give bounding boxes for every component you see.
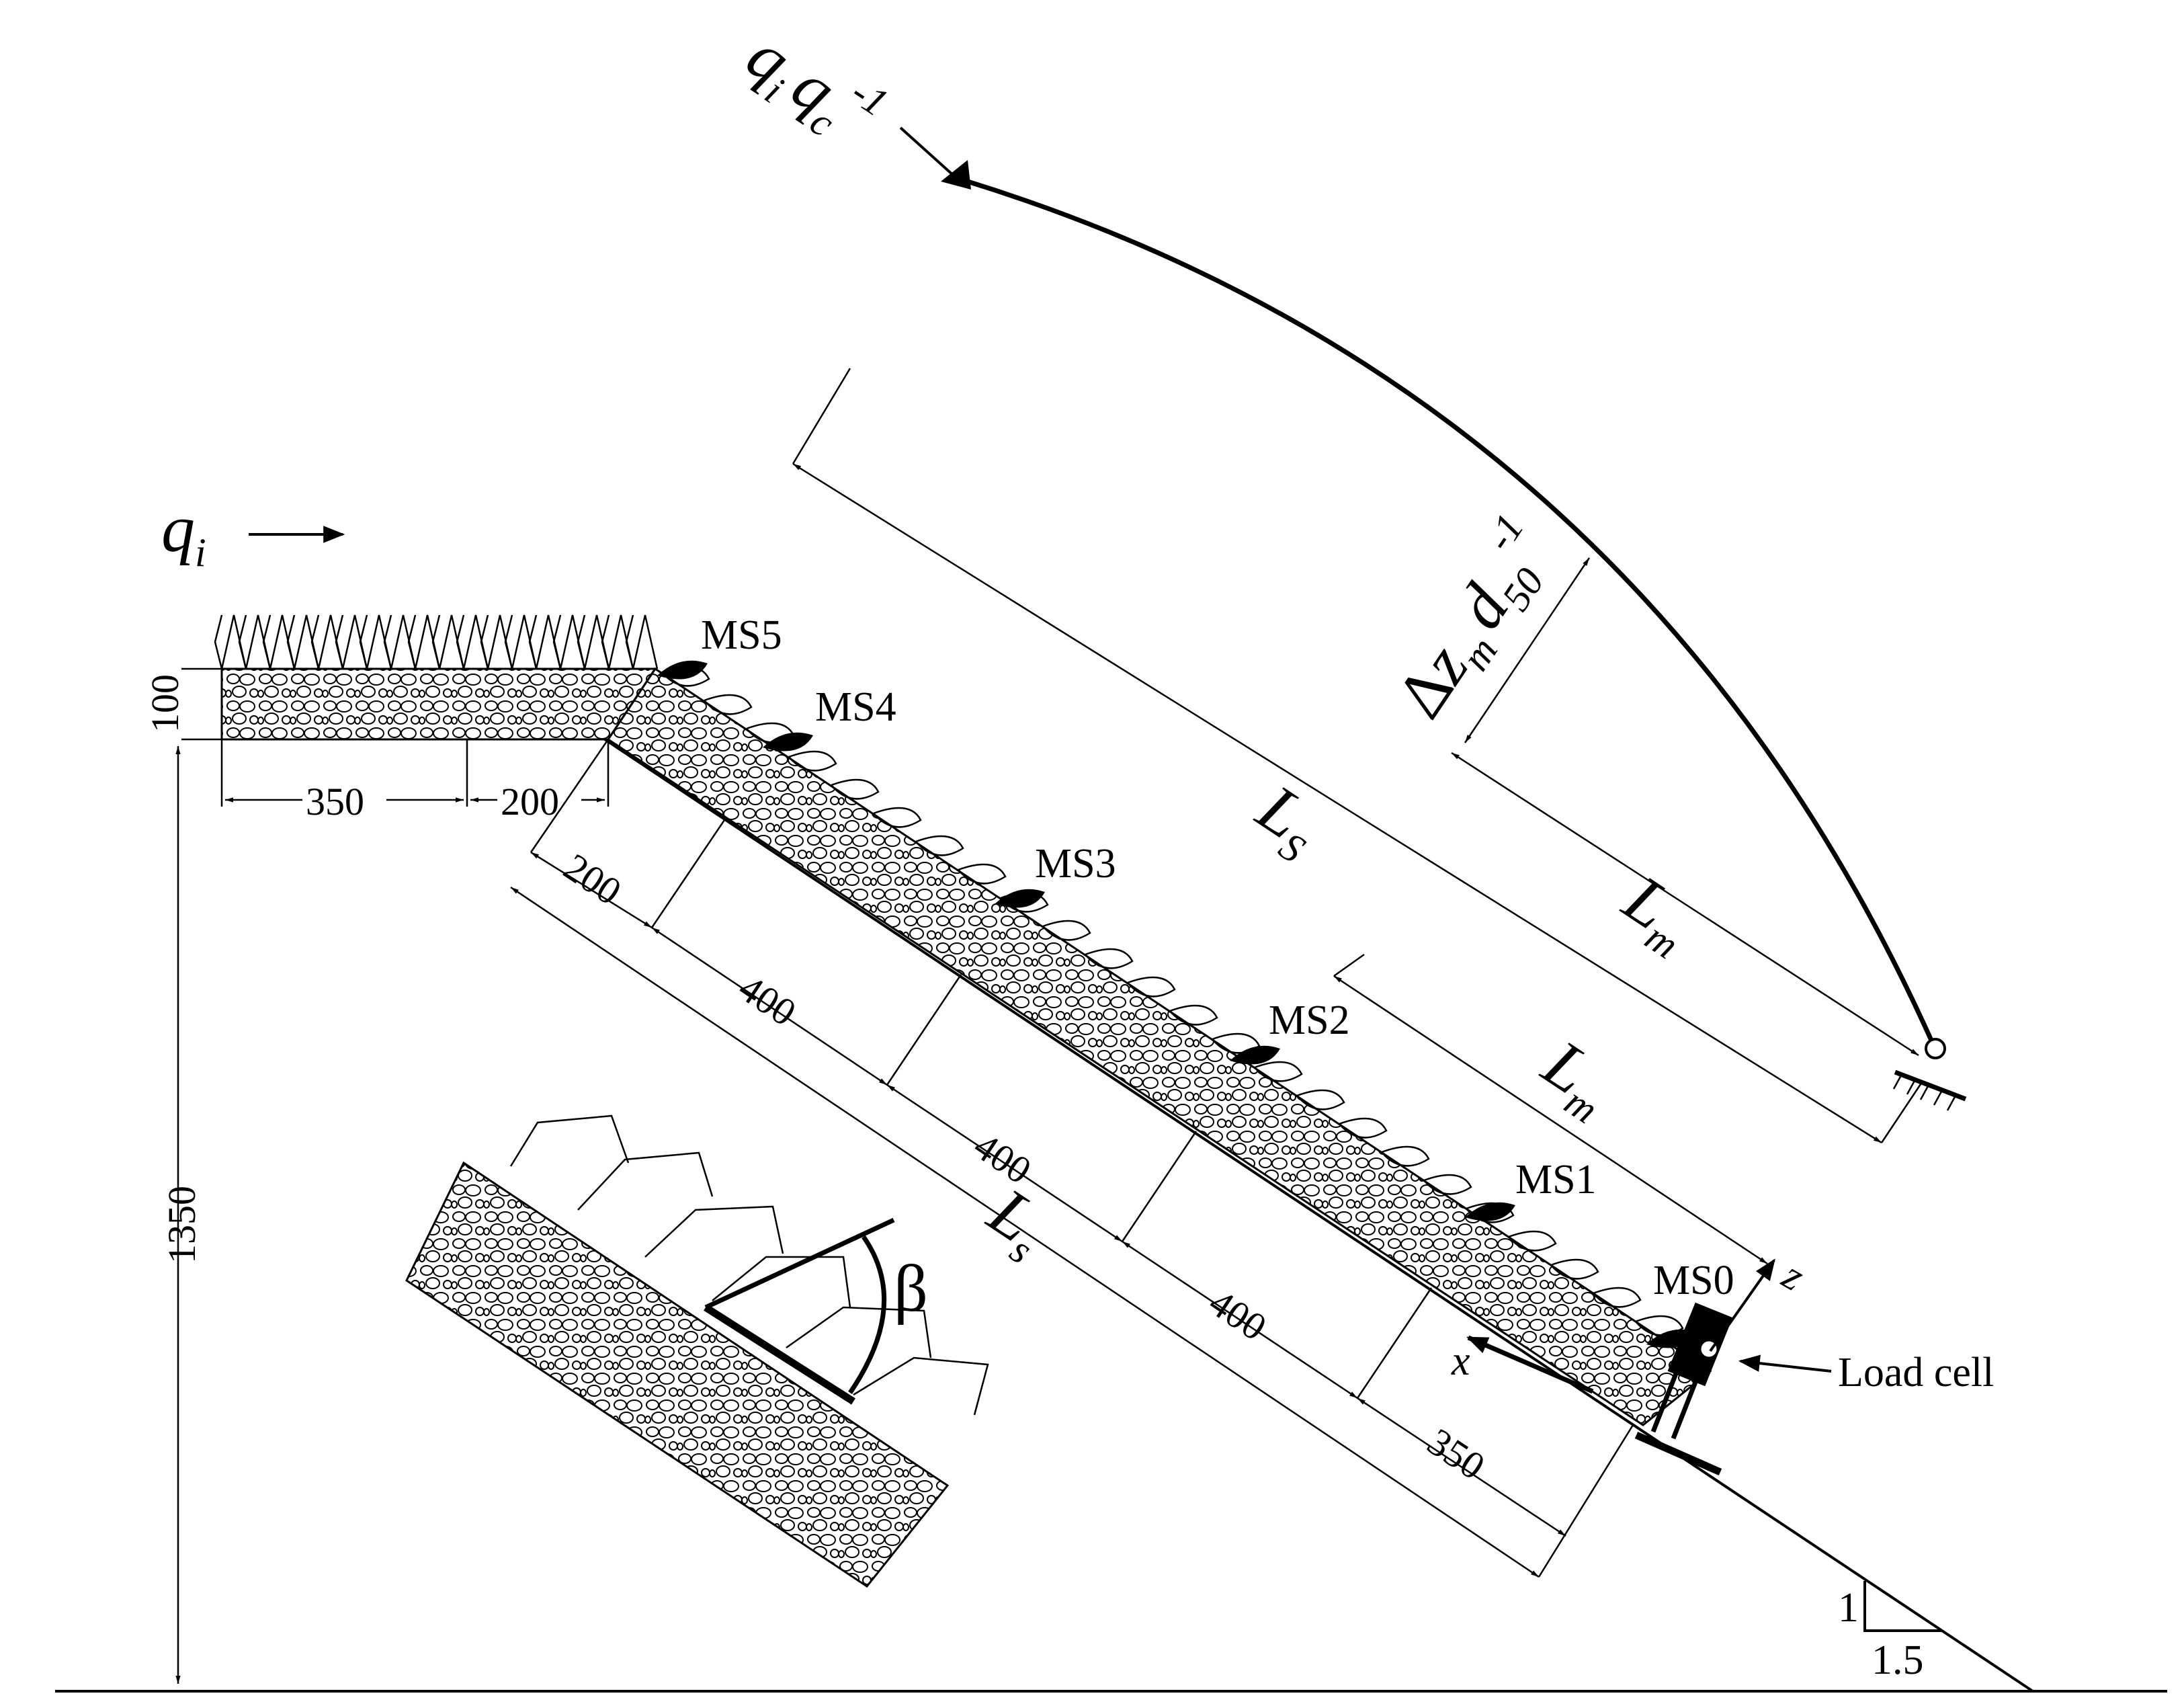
slope-ratio-triangle: 1 1.5 [1838, 1581, 1942, 1683]
svg-text:MS1: MS1 [1515, 1157, 1597, 1203]
slope-filter-layer [606, 667, 1712, 1426]
slope-ratio-run: 1.5 [1872, 1637, 1924, 1683]
svg-text:1350: 1350 [160, 1186, 204, 1264]
svg-text:200: 200 [501, 780, 559, 823]
marker-ms0: MS0 [1646, 1258, 1734, 1348]
svg-text:Δzmd50-1: Δzmd50-1 [1375, 506, 1571, 736]
marker-ms4: MS4 [763, 684, 896, 751]
svg-text:Lm: Lm [1605, 860, 1708, 967]
dim-delta-z: Δzmd50-1 [1375, 506, 1591, 743]
flow-label: qi [161, 491, 345, 575]
marker-ms5: MS5 [657, 612, 782, 680]
load-cell-label: Load cell [1838, 1350, 1994, 1395]
dim-crest-lengths: 350 200 [220, 739, 610, 823]
svg-text:MS5: MS5 [701, 612, 782, 658]
svg-text:qi: qi [161, 491, 206, 575]
dim-total-height: 1350 [160, 746, 204, 1684]
svg-text:qiqc-1: qiqc-1 [730, 11, 896, 164]
svg-text:350: 350 [1420, 1420, 1493, 1488]
ratio-label: qiqc-1 [730, 11, 896, 164]
svg-text:LS: LS [1239, 770, 1335, 872]
dim-lm-upper: Lm [1451, 751, 1919, 1057]
svg-text:Lm: Lm [1525, 1025, 1628, 1132]
inset-detail: β [405, 1114, 989, 1588]
ls-lower-label: Ls [970, 1173, 1062, 1272]
profile-arc [899, 126, 1967, 1111]
svg-text:MS3: MS3 [1035, 841, 1116, 887]
svg-text:400: 400 [1202, 1280, 1274, 1349]
z-axis-label: z [1774, 1252, 1812, 1300]
svg-text:200: 200 [556, 845, 629, 913]
marker-ms1: MS1 [1465, 1157, 1597, 1221]
svg-text:MS4: MS4 [815, 684, 896, 730]
marker-ms2: MS2 [1230, 998, 1350, 1065]
marker-ms3: MS3 [995, 841, 1116, 908]
svg-text:100: 100 [143, 674, 187, 733]
svg-text:350: 350 [306, 780, 364, 823]
dim-crest-height: 100 [143, 667, 222, 741]
load-cell-assembly: Load cell [1634, 1302, 1994, 1476]
svg-text:400: 400 [731, 966, 804, 1034]
x-axis-label: x [1451, 1338, 1470, 1384]
slope-ratio-rise: 1 [1838, 1585, 1859, 1631]
crest-armour-layer [214, 614, 659, 669]
svg-text:Ls: Ls [970, 1173, 1062, 1272]
angle-beta: β [894, 1251, 928, 1326]
svg-text:MS2: MS2 [1269, 998, 1350, 1043]
dim-ls-upper: LS [792, 368, 1923, 1144]
crest-core-layer [220, 667, 657, 741]
svg-text:MS0: MS0 [1653, 1258, 1734, 1303]
